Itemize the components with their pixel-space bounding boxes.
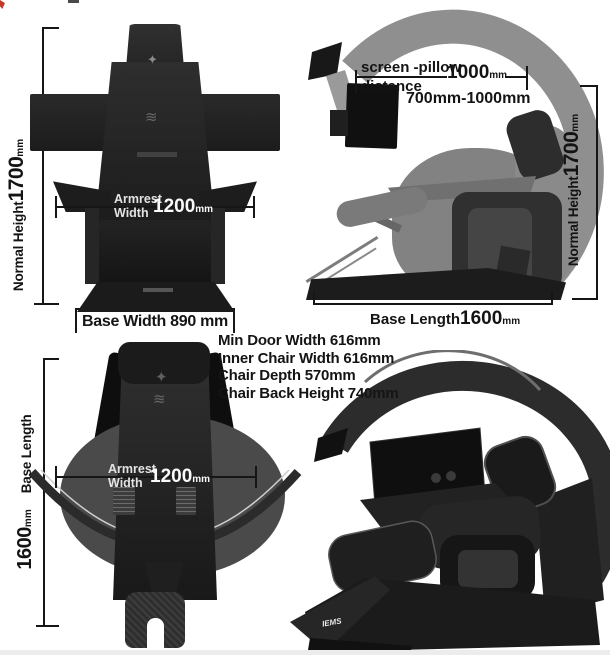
front-right-armrail: [211, 206, 225, 284]
front-armrest-value: 1200mm: [153, 196, 213, 218]
top-backrest-chevron-icon: ≋: [153, 391, 166, 408]
top-armrest-value-num: 1200: [150, 466, 193, 487]
front-height-dim-tick-top: [42, 27, 59, 29]
front-base: [77, 282, 235, 312]
persp-arc-endcap: [314, 428, 348, 462]
top-headrest: [118, 342, 210, 384]
side-height-tick-bottom: [572, 298, 598, 300]
screen-pillow-value: 1000mm: [447, 62, 507, 84]
base-width-tick-left: [75, 308, 77, 333]
side-height-label-text: Normal Height: [566, 176, 581, 267]
top-armrest-tick-right: [255, 466, 257, 488]
screen-pillow-label-l1: screen -pillow: [361, 59, 462, 76]
base-width-tick-right: [233, 308, 235, 333]
side-height-dim-line: [596, 85, 598, 300]
top-armrest-value: 1200mm: [150, 466, 210, 488]
perspective-view-graphic: [290, 350, 610, 655]
top-base-length-unit: mm: [23, 509, 34, 528]
front-armrest-label-l1: Armrest: [114, 192, 162, 206]
persp-seat-cup-inner: [458, 550, 518, 588]
screen-pillow-line: [355, 76, 447, 78]
headrest-logo-icon: ✦: [147, 52, 158, 67]
top-armrest-dim-line: [55, 476, 257, 478]
top-armrest-tick-left: [55, 466, 57, 488]
top-base-length-dim-line: [43, 358, 45, 627]
top-left-keypad: [113, 487, 135, 515]
front-height-dim-line: [42, 27, 44, 305]
front-seat: [99, 220, 211, 286]
top-chair-view: ✦ ≋: [25, 340, 305, 655]
screen-pillow-label-l2: distance: [361, 78, 422, 95]
spec-list: Min Door Width 616mm Inner Chair Width 6…: [218, 332, 399, 402]
side-base-length-tick-left: [313, 291, 315, 305]
smudge-mark: [68, 0, 79, 3]
persp-footplate: [290, 576, 390, 652]
screen-pillow-value-unit: mm: [489, 70, 508, 81]
front-armrest-value-num: 1200: [153, 196, 196, 217]
top-headrest-logo-icon: ✦: [155, 369, 168, 386]
side-base-length-unit: mm: [502, 316, 521, 327]
top-armrest-label-l2: Width: [108, 476, 143, 490]
red-artifact-mark: [0, 0, 5, 9]
front-left-armrail: [85, 206, 99, 284]
front-armrest-tick-right: [253, 196, 255, 218]
top-base-length-value: 1600: [14, 527, 36, 570]
bottom-edge-strip: [0, 650, 610, 655]
top-armrest-label-l1: Armrest: [108, 462, 156, 476]
screen-pillow-range: 700mm-1000mm: [406, 90, 531, 107]
screen-pillow-tick-right: [526, 66, 528, 90]
front-height-label-text: Normal Height: [11, 201, 26, 292]
side-base-length-label: Base Length1600mm: [370, 308, 520, 330]
front-height-value: 1700: [5, 156, 28, 202]
persp-right-panel: [535, 478, 604, 615]
front-base-detail: [143, 288, 173, 292]
top-armrest-value-unit: mm: [192, 474, 211, 485]
screen-pillow-tick-left: [355, 70, 357, 94]
front-height-unit: mm: [15, 138, 26, 157]
screen-pillow-line2: [505, 76, 527, 78]
front-chair-view: ✦ ≋: [25, 20, 287, 316]
side-height-value: 1700: [560, 131, 583, 177]
front-height-dim-tick-bottom: [34, 303, 59, 305]
top-footrest-notch: [147, 618, 164, 650]
persp-knob-1: [431, 473, 441, 483]
side-arc-frame: [342, 9, 604, 284]
top-base-length-tick-bottom: [36, 625, 59, 627]
side-base-length-text: Base Length: [370, 311, 461, 328]
persp-knob-2: [446, 471, 456, 481]
spec-chair-back-height: Chair Back Height 740mm: [218, 384, 399, 402]
front-armrest-label: Armrest Width: [114, 192, 162, 220]
side-base-length-line: [313, 303, 553, 305]
side-base-length-tick-right: [551, 291, 553, 305]
top-armrest-label: Armrest Width: [108, 462, 156, 490]
side-monitor-bracket: [330, 110, 348, 136]
top-base-length-tick-top: [43, 358, 59, 360]
spec-chair-depth: Chair Depth 570mm: [218, 367, 356, 384]
top-base-length-text: Base Length: [19, 414, 34, 494]
front-armrest-dim-line: [55, 206, 255, 208]
screen-pillow-value-num: 1000: [447, 62, 490, 83]
front-armrest-label-l2: Width: [114, 206, 149, 220]
persp-arc-highlight: [363, 350, 542, 391]
backrest-chevron-icon: ≋: [145, 109, 158, 126]
front-armrest-tick-left: [55, 196, 57, 218]
spec-min-door-width: Min Door Width 616mm: [218, 332, 381, 349]
base-width-label: Base Width 890 mm: [82, 313, 228, 330]
side-arc-endcap: [308, 42, 342, 80]
front-armrest-value-unit: mm: [195, 204, 214, 215]
spec-inner-chair-width: Inner Chair Width 616mm: [218, 349, 395, 367]
top-right-keypad: [176, 487, 196, 515]
front-brand-bar: [137, 152, 177, 157]
side-base-length-value: 1600: [460, 308, 503, 329]
persp-arc-frame: [322, 360, 610, 583]
side-height-tick-top: [580, 85, 598, 87]
side-height-unit: mm: [570, 113, 581, 132]
